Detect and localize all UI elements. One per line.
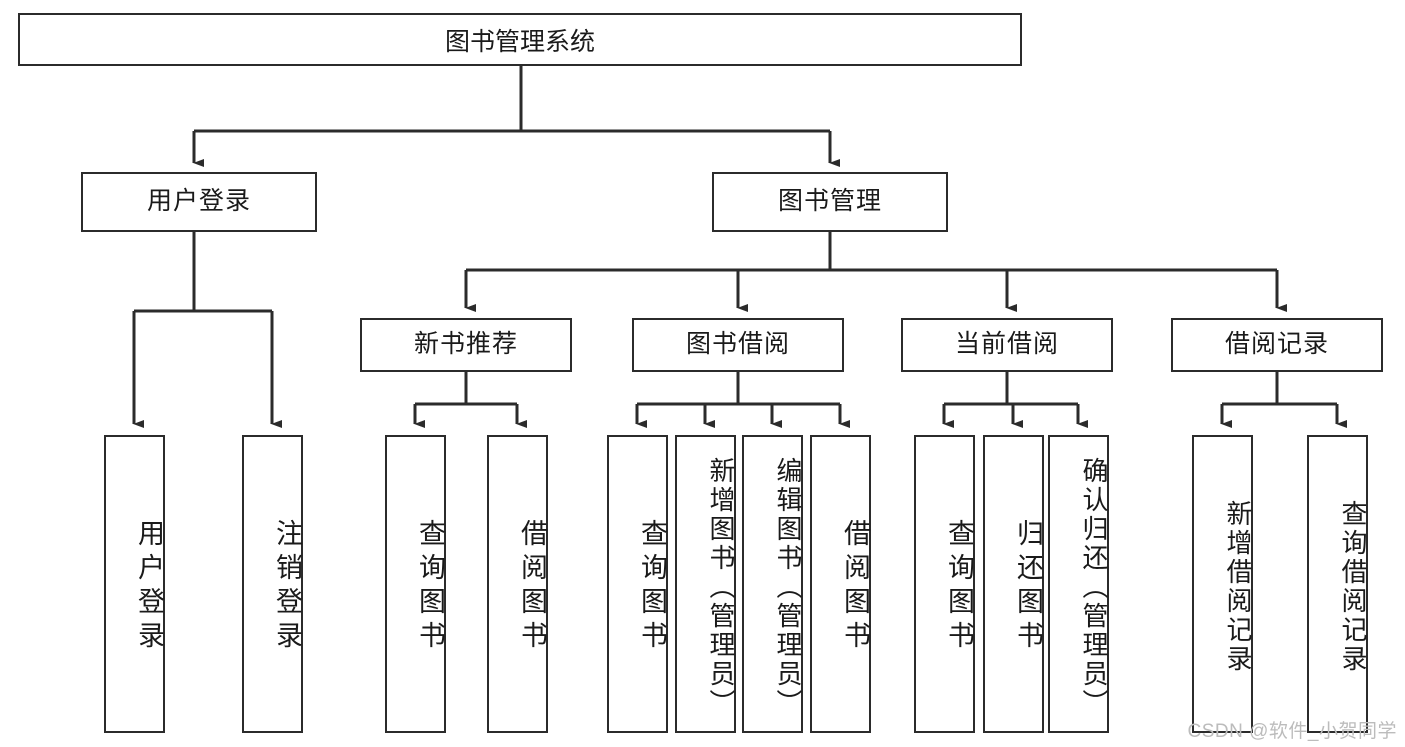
node-label: 图书借阅 [685, 330, 790, 359]
leaf-query-book-recommend[interactable]: 查询图书 [385, 435, 446, 733]
leaf-query-borrow-record[interactable]: 查询借阅记录 [1307, 435, 1368, 733]
node-label: 确认归还（管理员） [1079, 456, 1109, 718]
leaf-confirm-return-admin[interactable]: 确认归还（管理员） [1048, 435, 1109, 733]
node-label: 图书管理 [777, 187, 882, 216]
node-label: 图书管理系统 [444, 27, 595, 56]
node-label: 新增借阅记录 [1223, 500, 1253, 674]
node-borrow-record[interactable]: 借阅记录 [1171, 318, 1383, 372]
leaf-query-book-current[interactable]: 查询图书 [914, 435, 975, 733]
node-new-book-recommend[interactable]: 新书推荐 [360, 318, 572, 372]
leaf-return-book[interactable]: 归还图书 [983, 435, 1044, 733]
node-label: 注销登录 [272, 519, 302, 655]
leaf-logout-login[interactable]: 注销登录 [242, 435, 303, 733]
node-user-login[interactable]: 用户登录 [81, 172, 317, 232]
node-label: 新增图书（管理员） [706, 456, 736, 718]
node-label: 借阅记录 [1224, 330, 1329, 359]
leaf-borrow-book[interactable]: 借阅图书 [810, 435, 871, 733]
node-label: 查询图书 [637, 519, 667, 655]
node-label: 用户登录 [134, 519, 164, 655]
leaf-add-borrow-record[interactable]: 新增借阅记录 [1192, 435, 1253, 733]
node-label: 用户登录 [146, 187, 251, 216]
node-label: 归还图书 [1013, 519, 1043, 655]
node-label: 编辑图书（管理员） [773, 456, 803, 718]
node-book-management[interactable]: 图书管理 [712, 172, 948, 232]
leaf-add-book-admin[interactable]: 新增图书（管理员） [675, 435, 736, 733]
node-label: 查询图书 [944, 519, 974, 655]
node-root-system[interactable]: 图书管理系统 [18, 13, 1022, 66]
node-label: 查询借阅记录 [1338, 500, 1368, 674]
node-label: 查询图书 [415, 519, 445, 655]
leaf-user-login[interactable]: 用户登录 [104, 435, 165, 733]
leaf-query-book-borrow[interactable]: 查询图书 [607, 435, 668, 733]
node-label: 借阅图书 [840, 519, 870, 655]
node-label: 借阅图书 [517, 519, 547, 655]
leaf-borrow-book-recommend[interactable]: 借阅图书 [487, 435, 548, 733]
leaf-edit-book-admin[interactable]: 编辑图书（管理员） [742, 435, 803, 733]
watermark-text: CSDN @软件_小贺同学 [1187, 721, 1397, 742]
node-label: 新书推荐 [413, 330, 518, 359]
node-label: 当前借阅 [954, 330, 1059, 359]
node-book-borrow[interactable]: 图书借阅 [632, 318, 844, 372]
node-current-borrow[interactable]: 当前借阅 [901, 318, 1113, 372]
